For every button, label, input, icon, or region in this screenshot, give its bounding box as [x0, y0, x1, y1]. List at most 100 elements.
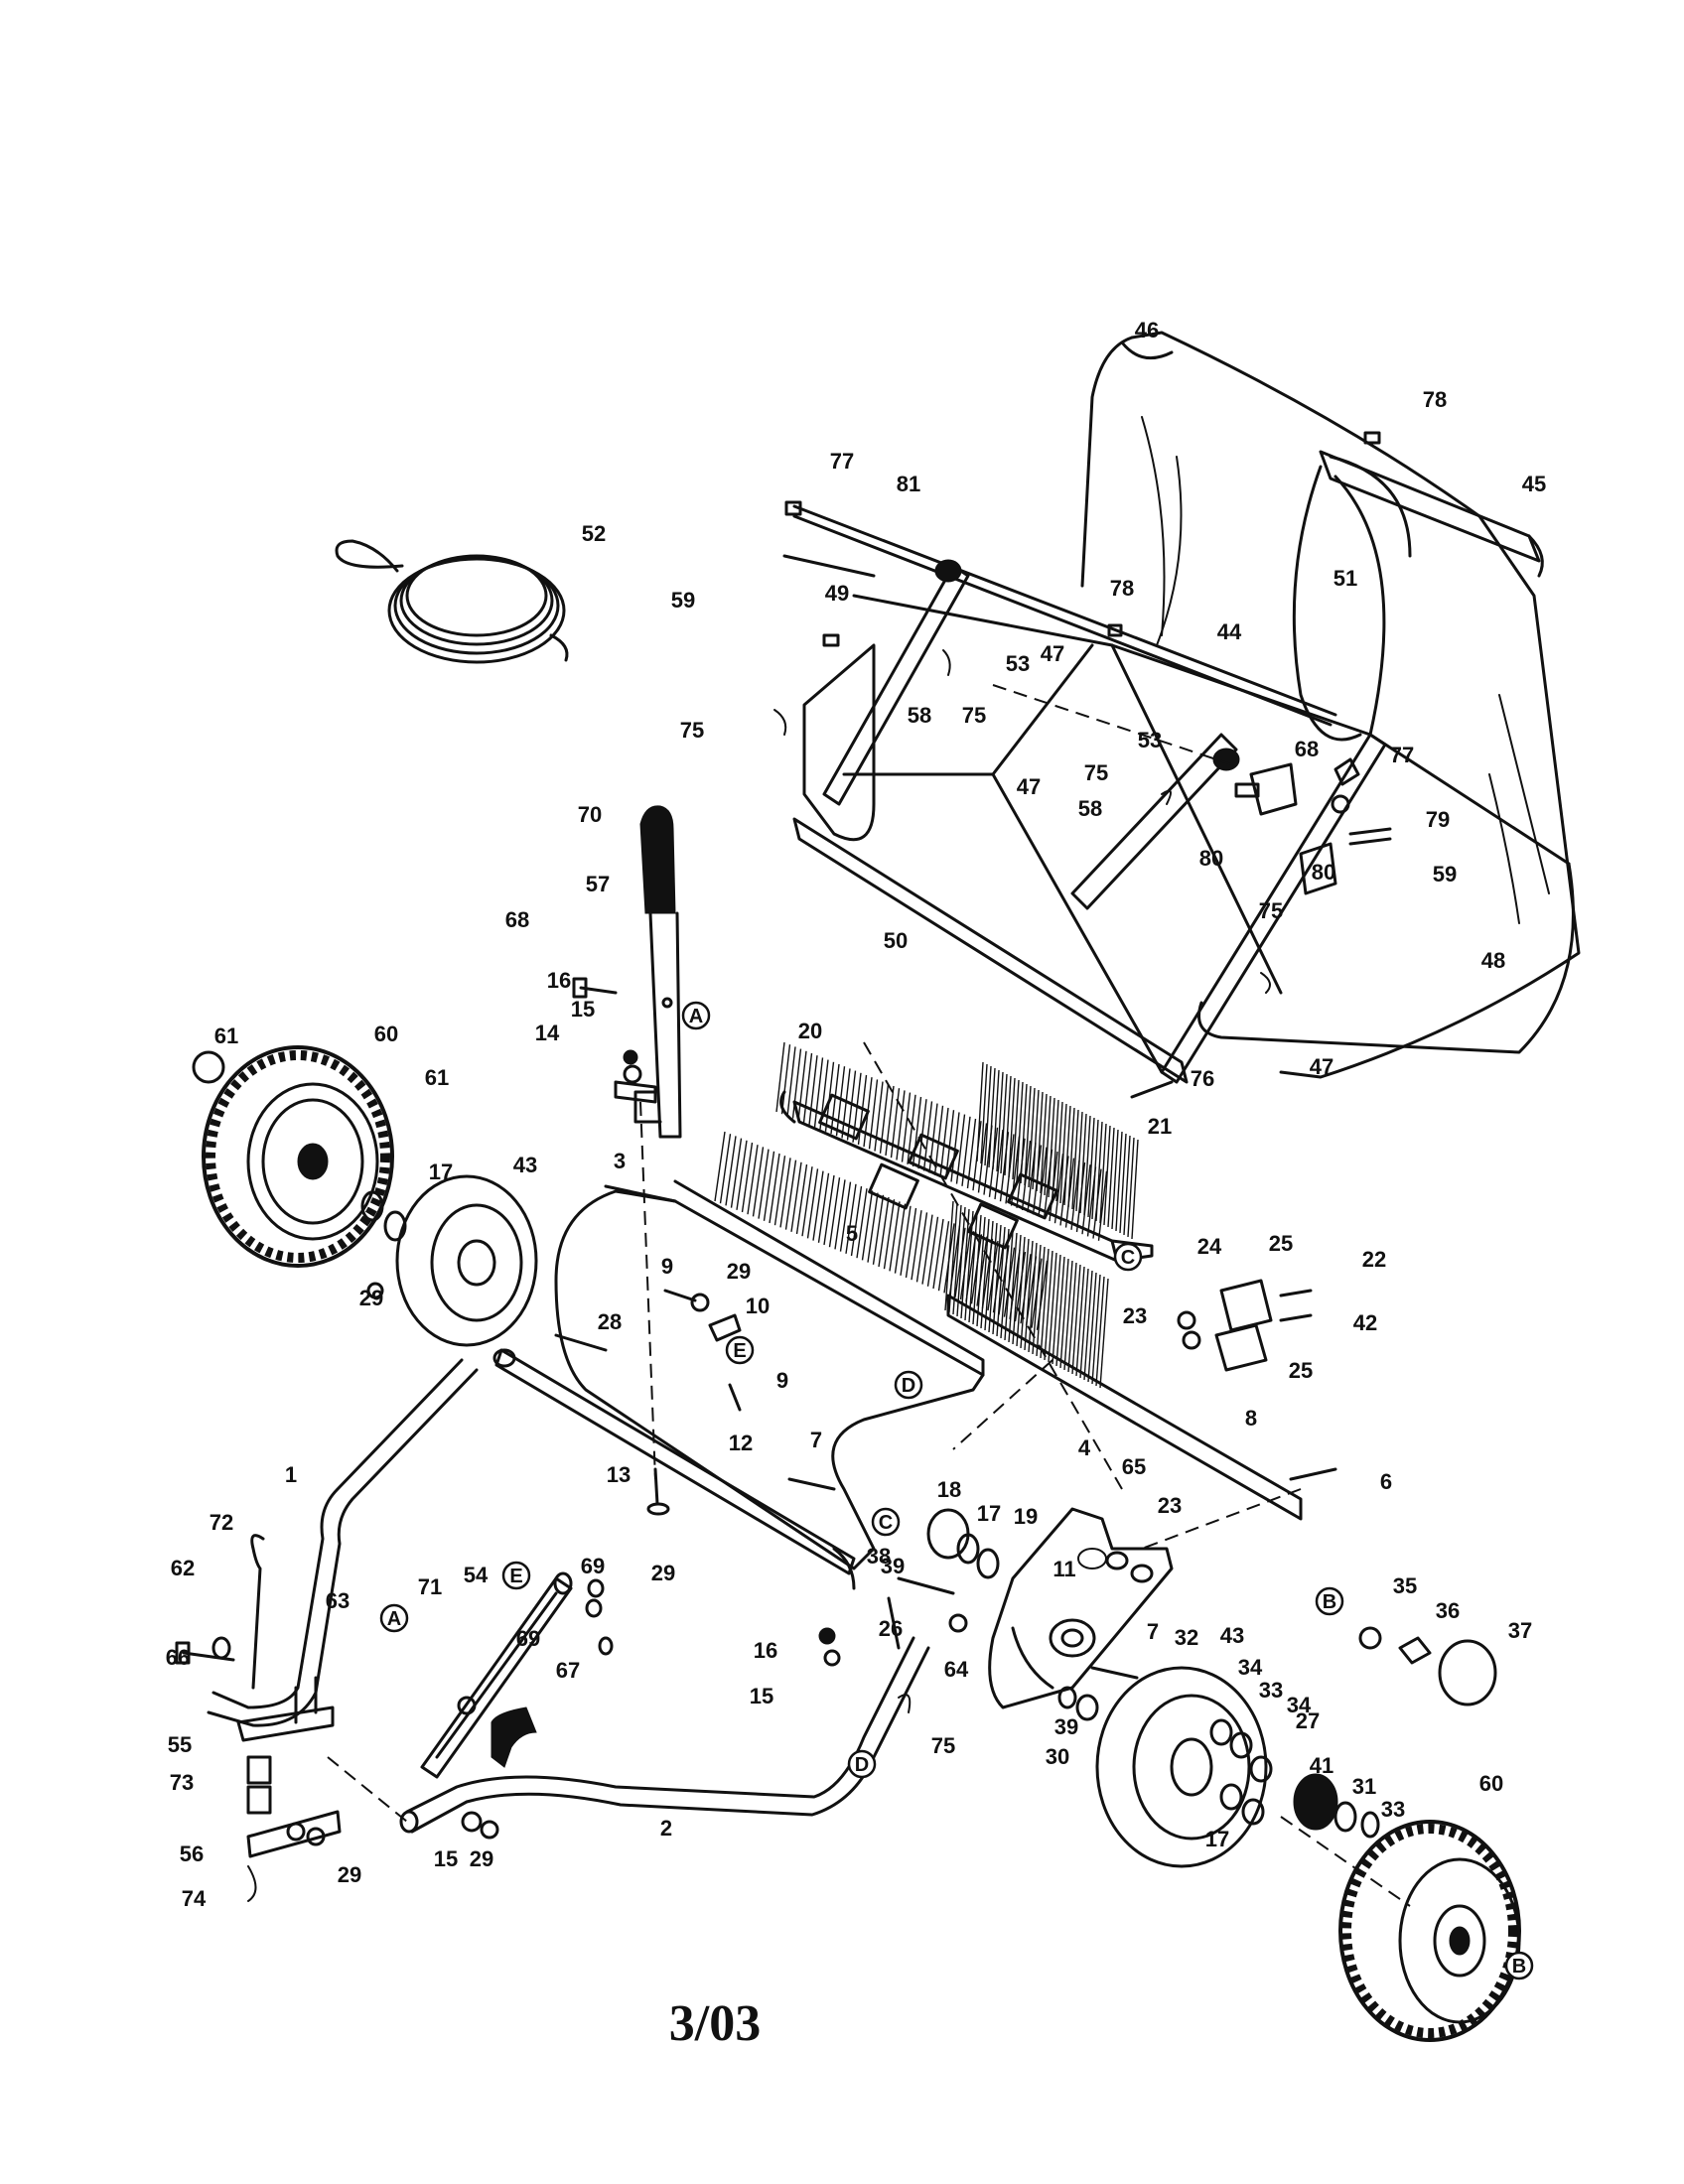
- ref-marker-d: D: [894, 1370, 923, 1400]
- svg-text:A: A: [387, 1608, 401, 1630]
- part-callout-35: 35: [1393, 1573, 1417, 1598]
- part-callout-38: 38: [867, 1544, 891, 1569]
- part-callout-25: 25: [1269, 1231, 1293, 1256]
- part-callout-4: 4: [1078, 1435, 1091, 1460]
- part-callout-47: 47: [1310, 1054, 1333, 1079]
- handle-assembly: [572, 805, 682, 1139]
- part-callout-53: 53: [1006, 651, 1030, 676]
- part-callout-75: 75: [1259, 898, 1283, 923]
- svg-text:C: C: [879, 1512, 893, 1534]
- part-callout-77: 77: [830, 449, 854, 474]
- part-callout-53: 53: [1138, 728, 1162, 752]
- part-callout-15: 15: [750, 1684, 773, 1708]
- part-callout-57: 57: [586, 872, 610, 896]
- part-callout-50: 50: [884, 928, 908, 953]
- svg-text:C: C: [1121, 1247, 1135, 1269]
- part-callout-9: 9: [661, 1254, 673, 1279]
- part-callout-21: 21: [1148, 1114, 1172, 1139]
- svg-text:B: B: [1323, 1591, 1336, 1613]
- part-callout-63: 63: [326, 1588, 350, 1613]
- part-callout-51: 51: [1333, 566, 1357, 591]
- part-callout-70: 70: [578, 802, 602, 827]
- part-callout-17: 17: [429, 1160, 453, 1184]
- part-callout-66: 66: [166, 1645, 190, 1670]
- hopper-bag: [773, 331, 1581, 1099]
- part-callout-29: 29: [359, 1286, 383, 1310]
- assembly-lines: [327, 684, 1411, 1907]
- part-callout-12: 12: [729, 1431, 753, 1455]
- svg-text:E: E: [509, 1566, 522, 1587]
- ref-marker-a: A: [379, 1603, 409, 1633]
- ref-marker-b: B: [1315, 1586, 1344, 1616]
- ref-marker-c: C: [1113, 1242, 1143, 1272]
- part-callout-54: 54: [464, 1563, 489, 1587]
- part-callout-80: 80: [1199, 846, 1223, 871]
- ref-marker-a: A: [681, 1001, 711, 1030]
- left-wheel: [192, 1045, 538, 1347]
- part-callout-19: 19: [1014, 1504, 1038, 1529]
- part-callout-65: 65: [1122, 1454, 1146, 1479]
- part-callout-62: 62: [171, 1556, 195, 1580]
- part-callout-58: 58: [1078, 796, 1102, 821]
- part-callout-22: 22: [1362, 1247, 1386, 1272]
- part-callout-61: 61: [214, 1024, 238, 1048]
- date-code: 3/03: [669, 1995, 761, 2052]
- cable-coil: [335, 539, 569, 664]
- part-callout-42: 42: [1353, 1310, 1377, 1335]
- part-callout-71: 71: [418, 1574, 442, 1599]
- part-callout-16: 16: [754, 1638, 777, 1663]
- part-callout-34: 34: [1238, 1655, 1263, 1680]
- part-callout-15: 15: [571, 997, 595, 1022]
- part-callout-32: 32: [1175, 1625, 1198, 1650]
- part-callout-75: 75: [680, 718, 704, 743]
- part-callout-77: 77: [1390, 743, 1414, 767]
- part-callout-17: 17: [1205, 1827, 1229, 1851]
- part-callout-69: 69: [516, 1626, 540, 1651]
- part-callout-79: 79: [1426, 807, 1450, 832]
- part-callout-15: 15: [434, 1846, 458, 1871]
- part-callout-41: 41: [1310, 1753, 1333, 1778]
- lower-tube: [492, 1348, 856, 1590]
- part-callout-23: 23: [1158, 1493, 1182, 1518]
- part-callout-27: 27: [1296, 1708, 1320, 1733]
- part-callout-26: 26: [879, 1616, 903, 1641]
- part-callout-74: 74: [182, 1886, 207, 1911]
- part-callout-29: 29: [727, 1259, 751, 1284]
- part-callout-29: 29: [338, 1862, 361, 1887]
- part-callout-80: 80: [1312, 860, 1335, 885]
- part-callout-68: 68: [505, 907, 529, 932]
- part-callout-6: 6: [1380, 1469, 1392, 1494]
- part-callout-60: 60: [374, 1022, 398, 1046]
- part-callout-81: 81: [897, 472, 920, 496]
- part-callout-39: 39: [1054, 1714, 1078, 1739]
- part-callout-23: 23: [1123, 1303, 1147, 1328]
- part-callout-31: 31: [1352, 1774, 1376, 1799]
- part-callout-58: 58: [908, 703, 931, 728]
- part-callout-34: 34: [1287, 1693, 1312, 1717]
- part-callout-5: 5: [846, 1221, 858, 1246]
- ref-marker-e: E: [725, 1335, 755, 1365]
- brush-assembly: [714, 1041, 1154, 1389]
- part-callout-20: 20: [798, 1019, 822, 1043]
- clamp-parts: [1177, 1279, 1313, 1372]
- svg-text:D: D: [855, 1754, 869, 1776]
- part-callout-25: 25: [1289, 1358, 1313, 1383]
- svg-text:A: A: [689, 1006, 703, 1027]
- brush-housing: [554, 1179, 1303, 1709]
- part-callout-44: 44: [1217, 619, 1242, 644]
- part-callout-59: 59: [671, 588, 695, 613]
- part-callout-48: 48: [1481, 948, 1505, 973]
- part-callout-39: 39: [881, 1554, 905, 1578]
- right-drive: [818, 1508, 1497, 1868]
- part-callout-78: 78: [1423, 387, 1447, 412]
- part-callout-10: 10: [746, 1294, 770, 1318]
- part-callout-14: 14: [535, 1021, 560, 1045]
- part-callout-11: 11: [1052, 1557, 1075, 1581]
- part-callout-64: 64: [944, 1657, 969, 1682]
- part-callout-43: 43: [1220, 1623, 1244, 1648]
- part-callout-78: 78: [1110, 576, 1134, 601]
- part-callout-69: 69: [581, 1554, 605, 1578]
- part-callout-75: 75: [931, 1733, 955, 1758]
- part-callout-49: 49: [825, 581, 849, 606]
